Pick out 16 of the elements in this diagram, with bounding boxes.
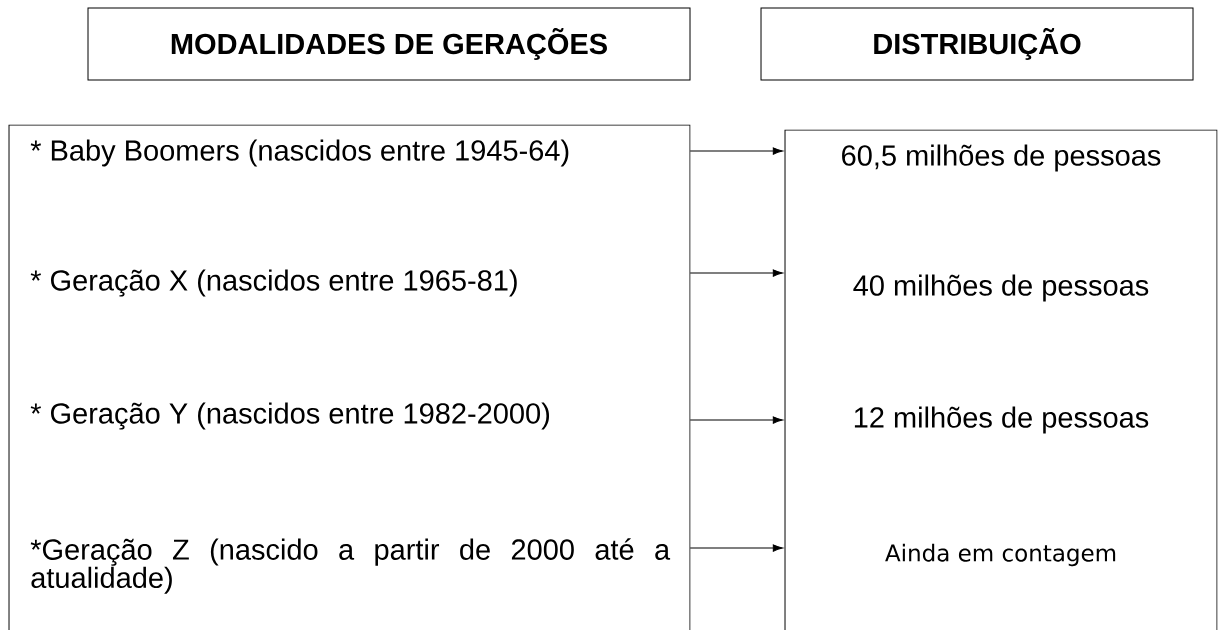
header-box: DISTRIBUIÇÃO	[760, 7, 1194, 81]
list-item: *Geração Z (nascido a partir de 2000 até a atualidade)	[30, 538, 671, 594]
arrow	[689, 544, 783, 552]
header-box: MODALIDADES DE GERAÇÕES	[87, 7, 691, 81]
value-text: Ainda em contagem	[885, 543, 1116, 567]
box	[784, 129, 1218, 630]
arrow	[689, 147, 783, 155]
list-item: * Geração Y (nascidos entre 1982-2000)	[30, 402, 549, 430]
arrow	[689, 416, 783, 424]
list-item: * Geração X (nascidos entre 1965-81)	[30, 269, 517, 297]
value-text: 12 milhões de pessoas	[854, 406, 1149, 434]
list-item: * Baby Boomers (nascidos entre 1945-64)	[30, 139, 569, 167]
box	[8, 124, 691, 630]
value-text: 60,5 milhões de pessoas	[842, 144, 1161, 172]
arrow	[689, 269, 783, 277]
value-text: 40 milhões de pessoas	[853, 274, 1149, 302]
